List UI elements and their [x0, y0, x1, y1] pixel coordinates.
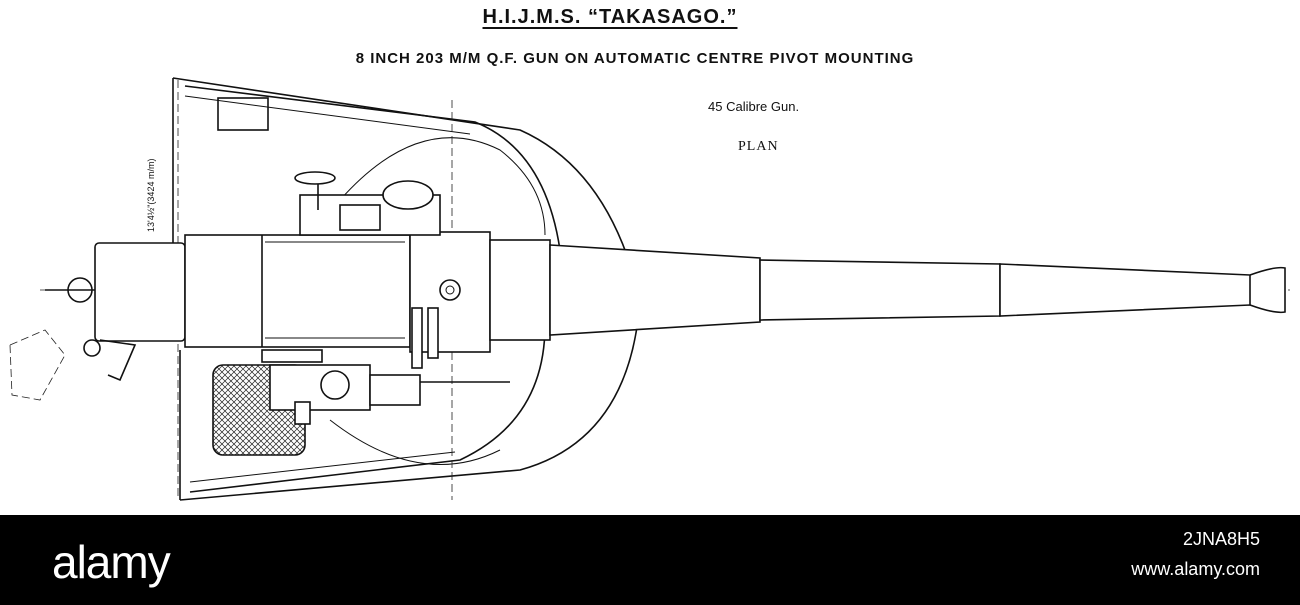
- site-url: www.alamy.com: [1131, 559, 1260, 579]
- barrel: [549, 244, 761, 336]
- view-label: PLAN: [738, 139, 779, 154]
- drawing-title: H.I.J.M.S. “TAKASAGO.”: [482, 6, 738, 28]
- watermark-footer: alamy 2JNA8H5 www.alamy.com: [0, 515, 1300, 605]
- cradle: [184, 234, 411, 348]
- shield-lower-inner: [189, 324, 546, 493]
- drawing-subtitle: 8 INCH 203 M/M Q.F. GUN ON AUTOMATIC CEN…: [355, 50, 915, 67]
- breech: [94, 242, 186, 342]
- gun-plan-illustration: [9, 77, 1290, 501]
- image-id: 2JNA8H5: [1182, 529, 1260, 549]
- technical-drawing: H.I.J.M.S. “TAKASAGO.” 8 INCH 203 M/M Q.…: [9, 6, 1290, 501]
- brand-logo: alamy: [52, 536, 171, 588]
- shield-inner: [184, 85, 561, 259]
- calibre-note: 45 Calibre Gun.: [708, 99, 800, 114]
